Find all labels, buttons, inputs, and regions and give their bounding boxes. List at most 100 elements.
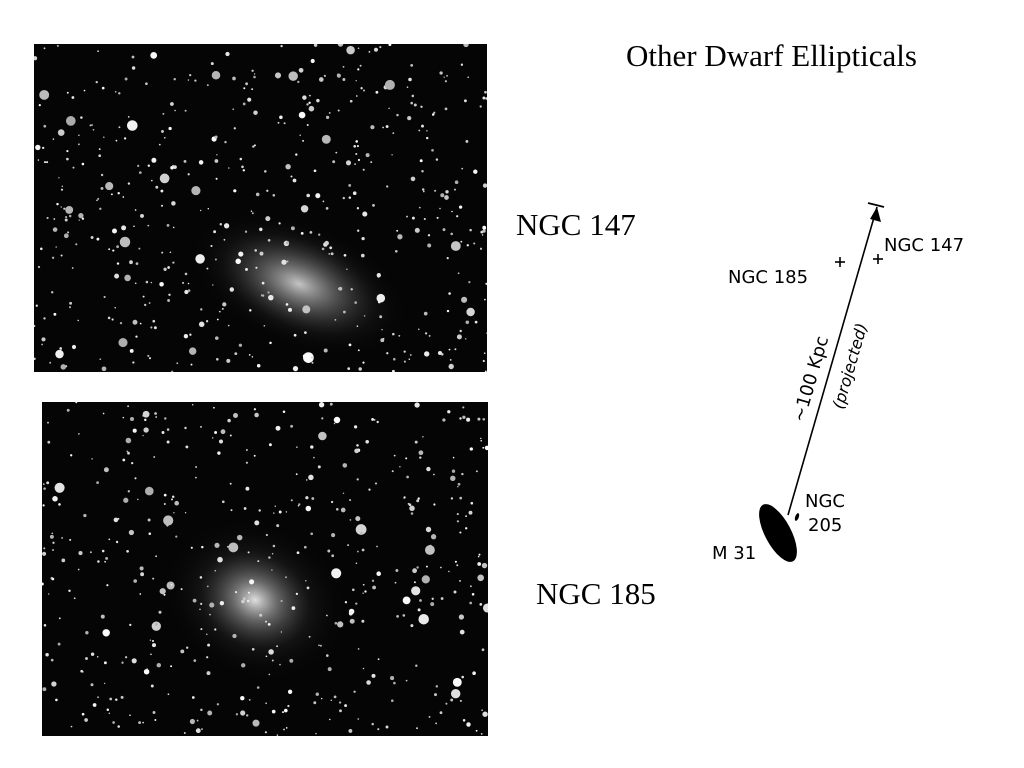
star-dot [149, 639, 152, 641]
ngc147-caption: NGC 147 [516, 207, 636, 242]
star-dot [145, 486, 154, 496]
star-dot [152, 711, 156, 714]
star-dot [173, 78, 176, 81]
star-dot [199, 209, 202, 212]
star-dot [97, 560, 100, 563]
star-dot [150, 653, 152, 656]
star-dot [148, 532, 152, 536]
star-dot [481, 648, 485, 652]
ngc205-marker-icon [794, 513, 800, 521]
star-dot [465, 139, 469, 143]
star-dot [446, 74, 449, 77]
star-dot [271, 709, 276, 714]
star-dot [313, 456, 315, 459]
star-dot [327, 549, 331, 553]
star-dot [211, 70, 221, 80]
star-dot [276, 645, 279, 648]
star-dot [155, 416, 158, 418]
star-dot [295, 153, 298, 156]
star-dot [308, 101, 311, 105]
star-dot [461, 167, 464, 170]
star-dot [190, 363, 193, 366]
star-dot [355, 152, 358, 156]
star-dot [43, 124, 47, 128]
star-dot [104, 560, 106, 563]
star-dot [148, 357, 152, 360]
star-dot [78, 433, 80, 435]
star-dot [199, 576, 203, 579]
star-dot [459, 629, 465, 635]
star-dot [170, 165, 174, 170]
star-dot [155, 622, 158, 626]
star-dot [250, 210, 253, 213]
star-dot [306, 103, 309, 106]
star-dot [100, 614, 105, 619]
star-dot [51, 532, 54, 535]
star-dot [279, 115, 283, 120]
star-dot [219, 222, 223, 226]
star-dot [402, 614, 406, 617]
star-dot [274, 505, 277, 507]
star-dot [303, 352, 314, 363]
star-dot [447, 410, 451, 414]
star-dot [167, 693, 170, 696]
star-dot [66, 150, 69, 153]
star-dot [152, 640, 154, 642]
star-dot [355, 602, 358, 605]
star-dot [479, 603, 483, 606]
star-dot [283, 728, 285, 731]
star-dot [158, 610, 162, 614]
star-dot [334, 621, 338, 625]
star-dot [145, 82, 148, 86]
star-dot [213, 230, 217, 234]
star-dot [248, 699, 251, 701]
star-dot [318, 467, 320, 469]
star-dot [433, 503, 436, 506]
star-dot [200, 308, 203, 311]
star-dot [64, 218, 68, 222]
star-dot [388, 44, 392, 47]
star-dot [166, 440, 170, 444]
star-dot [81, 162, 85, 166]
star-dot [357, 158, 361, 162]
star-dot [308, 94, 311, 97]
star-dot [297, 80, 300, 84]
star-dot [145, 280, 149, 284]
star-dot [484, 90, 487, 94]
star-dot [49, 534, 54, 539]
star-dot [229, 434, 232, 437]
star-dot [187, 289, 191, 292]
star-dot [241, 165, 244, 169]
star-dot [137, 164, 140, 168]
star-dot [470, 501, 474, 505]
star-dot [35, 304, 38, 307]
star-dot [342, 492, 345, 495]
star-dot [176, 362, 179, 365]
star-dot [47, 421, 49, 424]
star-dot [477, 417, 481, 421]
star-dot [477, 555, 480, 558]
star-dot [50, 658, 54, 662]
star-dot [315, 193, 321, 199]
star-dot [450, 232, 453, 236]
star-dot [360, 87, 363, 90]
star-dot [453, 590, 457, 594]
star-dot [245, 461, 248, 464]
star-dot [329, 718, 331, 721]
star-dot [421, 575, 430, 584]
star-dot [397, 234, 403, 240]
star-dot [46, 481, 50, 485]
star-dot [332, 160, 336, 164]
star-dot [315, 732, 317, 735]
star-dot [138, 721, 142, 725]
star-dot [279, 663, 281, 666]
star-dot [473, 242, 476, 245]
star-dot [43, 317, 46, 320]
star-dot [280, 631, 283, 633]
star-dot [403, 360, 406, 363]
star-dot [90, 236, 94, 239]
star-dot [463, 44, 469, 48]
star-dot [91, 124, 93, 126]
star-dot [186, 646, 189, 649]
star-dot [100, 173, 104, 177]
